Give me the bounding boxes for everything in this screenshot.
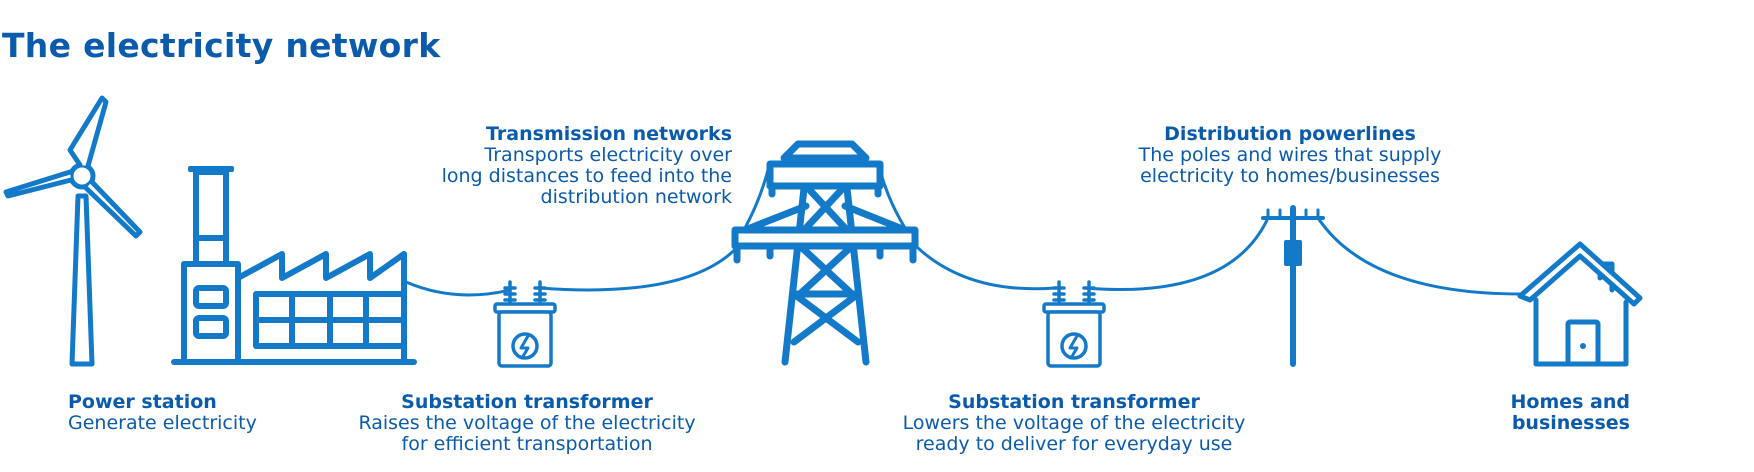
caption-heading: Power station: [68, 391, 217, 413]
caption-substation-step-up: Substation transformer Raises the voltag…: [314, 392, 740, 455]
caption-line: Generate electricity: [68, 412, 257, 434]
caption-line: long distances to feed into the: [441, 165, 732, 187]
factory-icon: [171, 166, 417, 365]
caption-heading: Homes and: [1510, 391, 1630, 413]
caption-power-station: Power station Generate electricity: [68, 392, 257, 434]
caption-line: distribution network: [540, 186, 732, 208]
caption-line: ready to deliver for everyday use: [915, 433, 1233, 455]
caption-substation-step-down: Substation transformer Lowers the voltag…: [858, 392, 1290, 455]
caption-line: for efficient transportation: [401, 433, 653, 455]
caption-heading: businesses: [1511, 412, 1630, 434]
caption-heading: Transmission networks: [486, 123, 732, 145]
caption-line: The poles and wires that supply: [1138, 144, 1442, 166]
page-title: The electricity network: [2, 26, 441, 65]
transformer-icon: [493, 280, 557, 368]
caption-heading: Substation transformer: [948, 391, 1200, 413]
caption-heading: Substation transformer: [401, 391, 653, 413]
wind-turbine-icon: [3, 95, 143, 367]
house-icon: [1517, 241, 1643, 367]
transmission-tower-icon: [731, 140, 919, 366]
power-lines: [404, 168, 1527, 297]
utility-pole-icon: [1261, 205, 1325, 367]
caption-homes: Homes and businesses: [1470, 392, 1630, 434]
transformer-icon: [1042, 280, 1106, 368]
caption-distribution: Distribution powerlines The poles and wi…: [1108, 124, 1472, 187]
wire-transformer-to-tower: [538, 236, 747, 292]
wire-tower-to-transformer: [906, 236, 1057, 291]
caption-line: Raises the voltage of the electricity: [358, 412, 696, 434]
wire-factory-to-transformer: [404, 280, 512, 297]
caption-line: electricity to homes/businesses: [1140, 165, 1440, 187]
caption-line: Transports electricity over: [484, 144, 732, 166]
wire-transformer-to-pole: [1083, 216, 1270, 292]
caption-heading: Distribution powerlines: [1164, 123, 1416, 145]
caption-line: Lowers the voltage of the electricity: [902, 412, 1246, 434]
caption-transmission: Transmission networks Transports electri…: [352, 124, 732, 208]
wire-pole-to-house: [1316, 216, 1527, 296]
